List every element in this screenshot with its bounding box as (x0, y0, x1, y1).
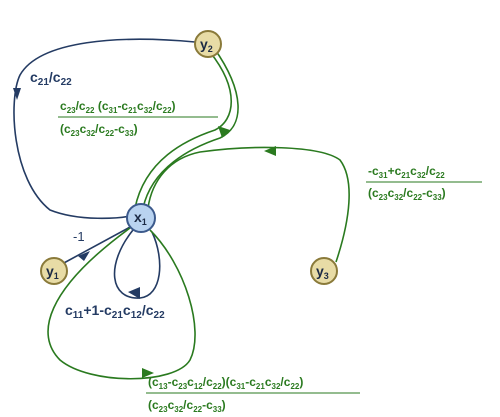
svg-text:x1: x1 (134, 209, 147, 227)
arrow-self-loop-large (142, 368, 154, 378)
edge-label-y3-to-x1-numerator: -c31​+c21​c32​/c22​ (368, 164, 445, 180)
edge-self-loop-small (113, 229, 161, 299)
node-y3[interactable]: y3 (310, 257, 338, 285)
node-x1-subscript: 1 (142, 217, 147, 227)
arrow-y3-to-x1 (264, 146, 276, 156)
node-y1-subscript: 1 (54, 271, 59, 281)
edge-self-loop-large (47, 227, 196, 380)
edge-label-self-loop-large-denominator: (c23​c32​/c22​-c33​) (148, 398, 226, 414)
edge-x1-to-y2-inner (142, 47, 239, 209)
arrow-x1-to-y2 (218, 126, 230, 138)
edge-x1-to-y2 (134, 51, 232, 209)
node-y1-label: y (46, 263, 54, 279)
edge-x1-to-y1 (61, 225, 133, 265)
edge-label-x1-to-y1: -1 (73, 229, 85, 244)
node-x1[interactable]: x1 (126, 203, 156, 233)
arrow-self-loop-small (128, 287, 140, 299)
svg-text:y2: y2 (200, 36, 213, 54)
edge-label-y3-to-x1-denominator: (c23​c32​/c22​-c33​) (368, 186, 446, 202)
node-y2-label: y (200, 36, 208, 52)
node-y3-subscript: 3 (324, 271, 329, 281)
edge-y3-to-x1 (147, 146, 350, 263)
edge-label-self-loop-small: c11​+1-c21​c12​/c22​ (65, 302, 165, 321)
edge-label-x1-to-y2-denominator: (c23​c32​/c22​-c33​) (60, 122, 138, 138)
arrow-y2-to-x1 (13, 88, 21, 100)
svg-text:y1: y1 (46, 263, 59, 281)
edge-label-y2-to-x1: c21​/c22​ (30, 69, 72, 88)
edge-label-x1-to-y2-numerator: c23​/c22​ (c31​-c21​c32​/c22​) (60, 99, 176, 115)
node-y2[interactable]: y2 (194, 30, 222, 58)
svg-text:y3: y3 (316, 263, 329, 281)
node-y1[interactable]: y1 (40, 257, 68, 285)
node-x1-label: x (134, 209, 142, 225)
node-y2-subscript: 2 (208, 44, 213, 54)
arrow-x1-to-y1 (78, 251, 90, 261)
edge-label-self-loop-large-numerator: (c13​-c23​c12​/c22​)(c31​-c21​c32​/c22​) (148, 375, 303, 391)
node-y3-label: y (316, 263, 324, 279)
edge-y2-to-x1 (13, 38, 196, 220)
